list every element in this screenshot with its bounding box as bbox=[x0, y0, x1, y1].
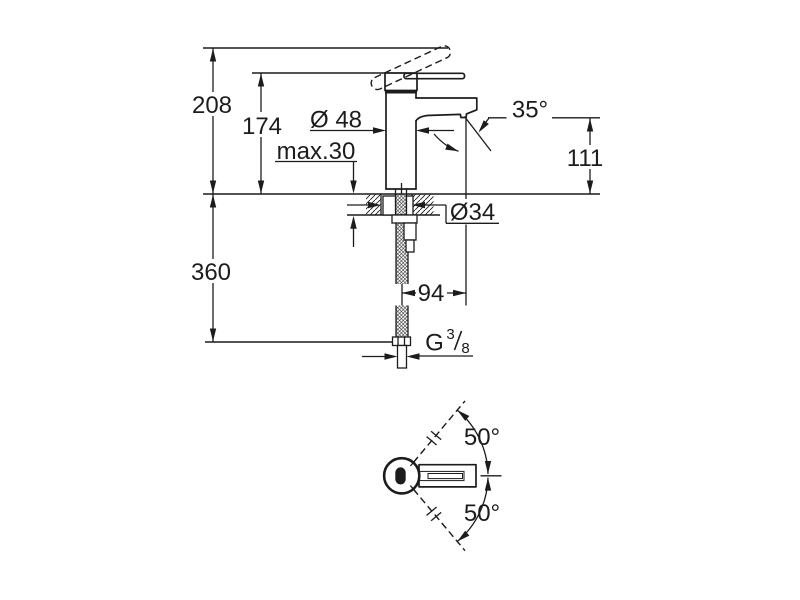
dim-spray-angle: 35° bbox=[512, 97, 548, 124]
connection-tube bbox=[396, 344, 408, 369]
dim-swivel-lower: 50° bbox=[464, 500, 500, 527]
dim-connection-prefix: G bbox=[425, 330, 444, 357]
dim-below-deck-depth: 360 bbox=[191, 259, 231, 286]
dim-spout-reach: 94 bbox=[418, 280, 445, 307]
dimension-spout-reach: 94 bbox=[401, 116, 467, 307]
dimension-spray-angle: 35° bbox=[488, 97, 600, 124]
dim-swivel-upper: 50° bbox=[464, 424, 500, 451]
dim-body-diameter: Ø 48 bbox=[310, 107, 362, 134]
stream-line bbox=[463, 116, 492, 152]
braided-hose-lower bbox=[396, 305, 408, 337]
dimension-hole-diameter: Ø34 bbox=[347, 199, 499, 226]
lever-top-view bbox=[395, 467, 406, 485]
lever-raised-dashed bbox=[370, 45, 452, 91]
faucet-top-view: 50° 50° bbox=[382, 400, 502, 552]
hose-nut bbox=[391, 336, 412, 347]
cap-lip bbox=[385, 90, 417, 94]
dimension-body-diameter: Ø 48 bbox=[310, 107, 454, 134]
dimension-connection-thread: G 3 8 bbox=[362, 326, 473, 360]
dimension-body-height: 174 bbox=[242, 73, 282, 194]
dimension-below-deck-depth: 360 bbox=[191, 194, 231, 342]
dim-total-height: 208 bbox=[192, 92, 232, 119]
dim-max-deck-thickness: max.30 bbox=[277, 138, 356, 165]
mounting-nut bbox=[391, 214, 418, 224]
dim-body-height: 174 bbox=[242, 113, 282, 140]
handle-cap bbox=[384, 72, 418, 92]
dim-connection-numerator: 3 bbox=[446, 326, 454, 343]
dimension-max-deck-thickness: max.30 bbox=[275, 138, 357, 247]
dim-spout-height: 111 bbox=[567, 145, 603, 172]
faucet-side-view bbox=[370, 45, 492, 194]
lever-handle bbox=[403, 72, 466, 80]
bushing-right bbox=[405, 195, 414, 216]
spout bbox=[415, 97, 478, 122]
bushing-left bbox=[382, 195, 397, 216]
fraction-slash bbox=[453, 330, 463, 351]
dimension-spout-height: 111 bbox=[567, 118, 603, 194]
hose-fitting-end bbox=[405, 239, 415, 253]
threaded-stud bbox=[395, 194, 407, 223]
dim-hole-diameter: Ø34 bbox=[450, 199, 495, 226]
dimension-total-height: 208 bbox=[192, 48, 232, 194]
dim-connection-denominator: 8 bbox=[461, 340, 469, 357]
hose-fitting bbox=[403, 222, 417, 241]
mounting-and-hose bbox=[382, 194, 418, 369]
